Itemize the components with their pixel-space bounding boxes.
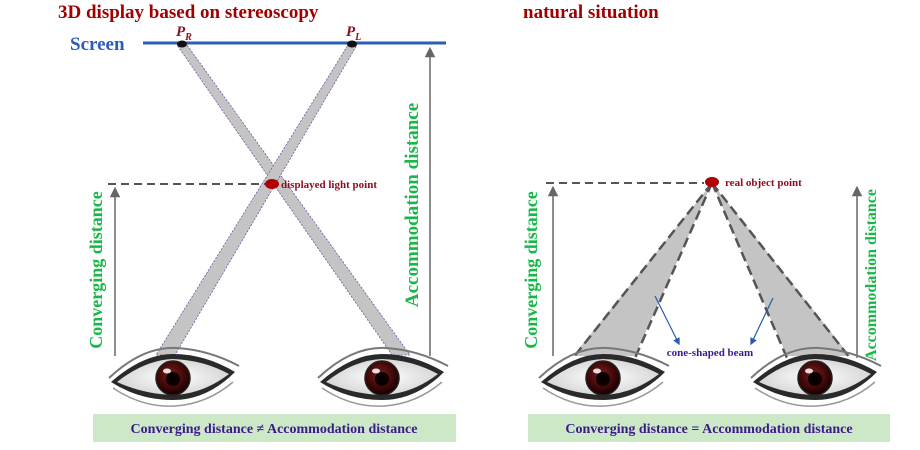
left-caption-box bbox=[93, 414, 456, 442]
right-panel-right-eye bbox=[750, 346, 882, 408]
screen-label: Screen bbox=[70, 34, 125, 55]
left-caption: Converging distance ≠ Accommodation dist… bbox=[131, 422, 418, 437]
pr-point bbox=[177, 40, 187, 48]
left-converging-label: Converging distance bbox=[86, 191, 106, 349]
cone-shaped-beam-label: cone-shaped beam bbox=[667, 347, 753, 359]
beam-left-eye bbox=[155, 44, 358, 356]
cone-beam-right-edge-outer bbox=[711, 182, 851, 359]
pl-point bbox=[347, 40, 357, 48]
cone-beam-right-edge-inner bbox=[710, 182, 789, 359]
beam-callout-arrow-right bbox=[750, 297, 774, 346]
right-caption: Converging distance = Accommodation dist… bbox=[565, 422, 852, 437]
pl-label: PL bbox=[346, 24, 361, 43]
real-object-point bbox=[705, 177, 719, 187]
cone-beam-left-edge-outer bbox=[572, 182, 713, 359]
real-object-point-label: real object point bbox=[725, 177, 802, 189]
beam-right-eye bbox=[176, 44, 411, 356]
pr-label-subscript: R bbox=[184, 32, 192, 43]
pr-label-letter: P bbox=[176, 24, 186, 40]
displayed-light-point-label: displayed light point bbox=[281, 179, 377, 191]
left-panel-title: 3D display based on stereoscopy bbox=[58, 2, 319, 23]
accommodation-label: Accommodation distance bbox=[402, 103, 423, 307]
cone-beam-left-edge-inner bbox=[633, 182, 714, 359]
left-panel-left-eye bbox=[108, 346, 240, 408]
pl-label-letter: P bbox=[346, 24, 356, 40]
pl-label-subscript: L bbox=[354, 32, 361, 43]
right-caption-box bbox=[528, 414, 890, 442]
displayed-light-point bbox=[265, 179, 279, 189]
right-accommodation-label: Accommodation distance bbox=[863, 189, 880, 361]
right-converging-label: Converging distance bbox=[521, 191, 541, 349]
beam-callout-arrow-left bbox=[654, 295, 680, 346]
right-panel-left-eye bbox=[538, 346, 670, 408]
right-panel-title: natural situation bbox=[523, 2, 659, 23]
pr-label: PR bbox=[176, 24, 192, 43]
left-panel-right-eye bbox=[317, 346, 449, 408]
